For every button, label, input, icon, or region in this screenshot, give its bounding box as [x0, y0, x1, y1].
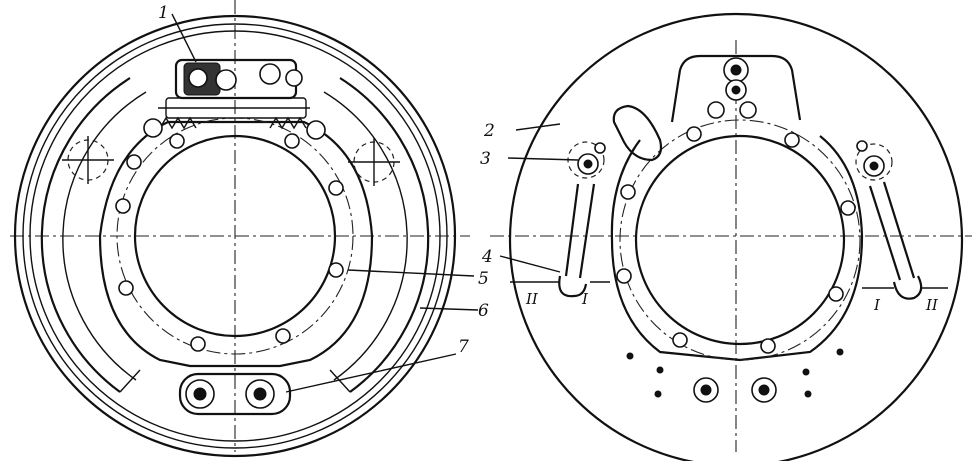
hub-bore — [133, 134, 337, 338]
backing-plate-outer — [508, 12, 964, 461]
inner-plate — [610, 135, 864, 362]
label-1: 1 — [158, 3, 169, 23]
hub-bolt-holes — [115, 133, 344, 352]
label-4: 4 — [481, 247, 493, 267]
right-adjuster-wrench — [855, 140, 923, 300]
left-brake-view — [10, 0, 479, 458]
right-backing-view — [490, 12, 972, 461]
roman-left-outer: II — [525, 290, 539, 308]
roman-right-outer: II — [925, 296, 939, 314]
cylinder-boss — [678, 54, 802, 121]
label-7: 7 — [458, 337, 469, 357]
return-springs — [143, 116, 326, 140]
left-adjuster-wrench — [558, 141, 606, 298]
label-6: 6 — [478, 301, 489, 321]
mounting-studs — [626, 348, 844, 403]
anchor-pins — [178, 372, 292, 416]
hub-bore-right — [634, 134, 846, 346]
brake-shoe-right — [339, 77, 430, 393]
plate-bolt-holes — [616, 126, 856, 354]
roman-right-inner: I — [873, 296, 881, 314]
label-5: 5 — [478, 269, 489, 289]
label-3: 3 — [480, 149, 491, 169]
roman-left-inner: I — [581, 290, 589, 308]
cylinder-fittings — [707, 57, 757, 119]
wheel-cylinder — [158, 58, 310, 119]
backing-plate — [98, 120, 374, 368]
oval-boss — [612, 104, 663, 162]
drum-outer-rim — [13, 14, 457, 458]
brake-shoe-left — [40, 77, 131, 393]
label-2: 2 — [483, 121, 495, 141]
